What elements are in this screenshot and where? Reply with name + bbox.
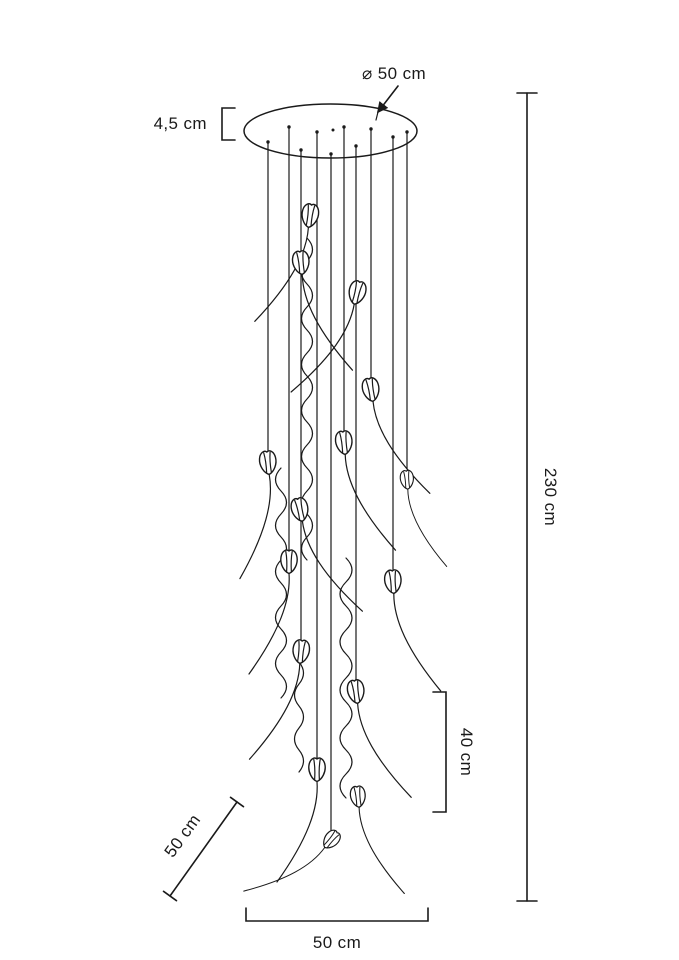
- dim-drop-height: 40 cm: [432, 691, 476, 813]
- tulip: [248, 635, 312, 765]
- tulip: [345, 673, 412, 805]
- tulip: [348, 781, 405, 899]
- label-spread-depth: 50 cm: [161, 811, 205, 861]
- suspension-cables: [266, 125, 409, 832]
- tulip: [248, 549, 298, 675]
- cable-attachment-dots: [266, 125, 409, 156]
- tulip: [399, 467, 448, 571]
- tulip: [226, 449, 289, 580]
- tulip: [383, 566, 442, 695]
- label-canopy-diameter: ⌀ 50 cm: [362, 64, 426, 83]
- dim-canopy-height: 4,5 cm: [154, 107, 236, 141]
- tulip: [360, 370, 431, 503]
- label-drop-height: 40 cm: [457, 728, 476, 776]
- coiled-cords: [274, 237, 353, 799]
- canopy: [243, 103, 418, 159]
- tulip: [333, 426, 397, 556]
- tulips: [226, 197, 448, 919]
- dim-spread-depth: 50 cm: [161, 796, 245, 902]
- dim-canopy-diameter: ⌀ 50 cm: [362, 64, 426, 114]
- dim-total-height: 230 cm: [516, 92, 560, 902]
- tulip: [243, 809, 344, 919]
- label-spread-width: 50 cm: [313, 933, 361, 952]
- label-canopy-height: 4,5 cm: [154, 114, 207, 133]
- dim-spread-width: 50 cm: [245, 907, 429, 952]
- tulip: [276, 757, 326, 883]
- label-total-height: 230 cm: [541, 468, 560, 526]
